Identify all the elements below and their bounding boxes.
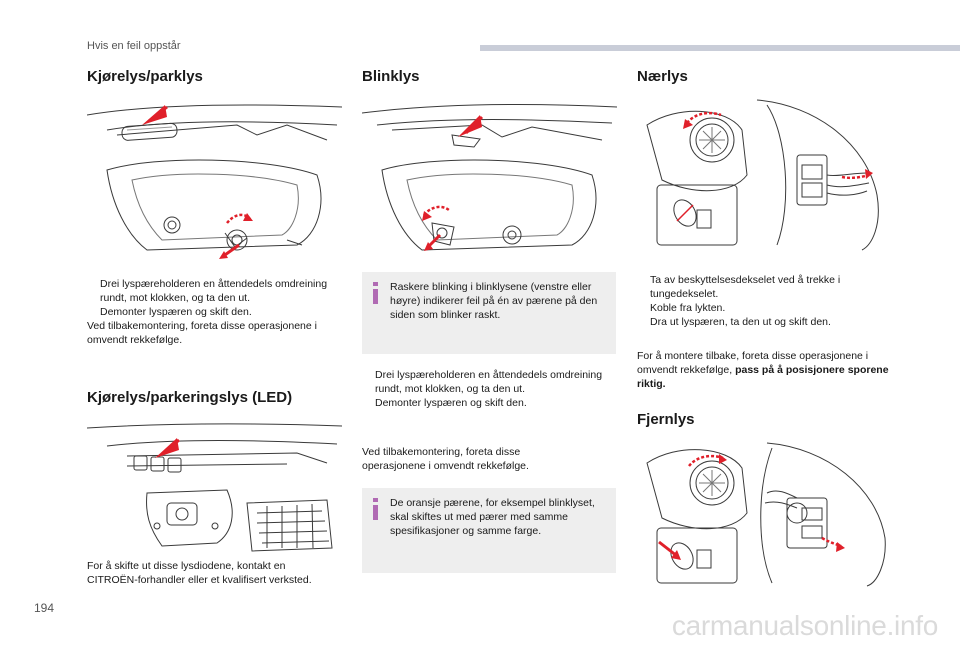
heading-blinklys: Blinklys [362, 68, 420, 85]
col1-steps: Drei lyspæreholderen en åttendedels omdr… [87, 277, 342, 347]
heading-kjorelys-parklys: Kjørelys/parklys [87, 68, 203, 85]
heading-kjorelys-led: Kjørelys/parkeringslys (LED) [87, 389, 293, 406]
col2-paragraph-1: Ved tilbakemontering, foreta disse opera… [362, 446, 529, 472]
infobox-orange-bulbs: De oransje pærene, for eksempel blinklys… [362, 488, 616, 573]
col3-step-1: Ta av beskyttelsesdekselet ved å trekke … [650, 274, 841, 300]
illustration-main-beam [646, 442, 886, 587]
col2-steps: Drei lyspæreholderen en åttendedels omdr… [362, 368, 622, 410]
col1-step-2: Demonter lyspæren og skift den. [100, 306, 252, 318]
col3-steps: Ta av beskyttelsesdekselet ved å trekke … [637, 273, 892, 329]
col1-paragraph-1: Ved tilbakemontering, foreta disse opera… [87, 320, 317, 346]
illustration-led-lamps [87, 423, 342, 552]
col3-paragraph-1: For å montere tilbake, foreta disse oper… [637, 350, 889, 390]
infobox-blink-fault: Raskere blinking i blinklysene (venstre … [362, 272, 616, 354]
col3-paragraph-bold: pass på å posisjonere sporene riktig. [637, 364, 889, 390]
info-icon [373, 498, 378, 520]
info-icon [373, 282, 378, 304]
col3-step-3: Dra ut lyspæren, ta den ut og skift den. [650, 316, 831, 328]
illustration-dipped-beam [646, 99, 879, 251]
watermark: carmanualsonline.info [671, 610, 938, 641]
col3-step-2: Koble fra lykten. [650, 302, 726, 314]
heading-fjernlys: Fjernlys [637, 411, 695, 428]
page-number: 194 [34, 601, 55, 615]
illustration-daytime-lamp [87, 104, 342, 259]
header-bar [480, 45, 960, 51]
col1-paragraph-2: For å skifte ut disse lysdiodene, kontak… [87, 560, 312, 586]
header-section-label: Hvis en feil oppstår [87, 40, 181, 52]
heading-naerlys: Nærlys [637, 68, 688, 85]
illustration-indicator-lamp [362, 104, 617, 251]
col1-step-1: Drei lyspæreholderen en åttendedels omdr… [100, 278, 328, 304]
col2-step-1: Drei lyspæreholderen en åttendedels omdr… [375, 369, 603, 395]
col2-step-2: Demonter lyspæren og skift den. [375, 397, 527, 409]
